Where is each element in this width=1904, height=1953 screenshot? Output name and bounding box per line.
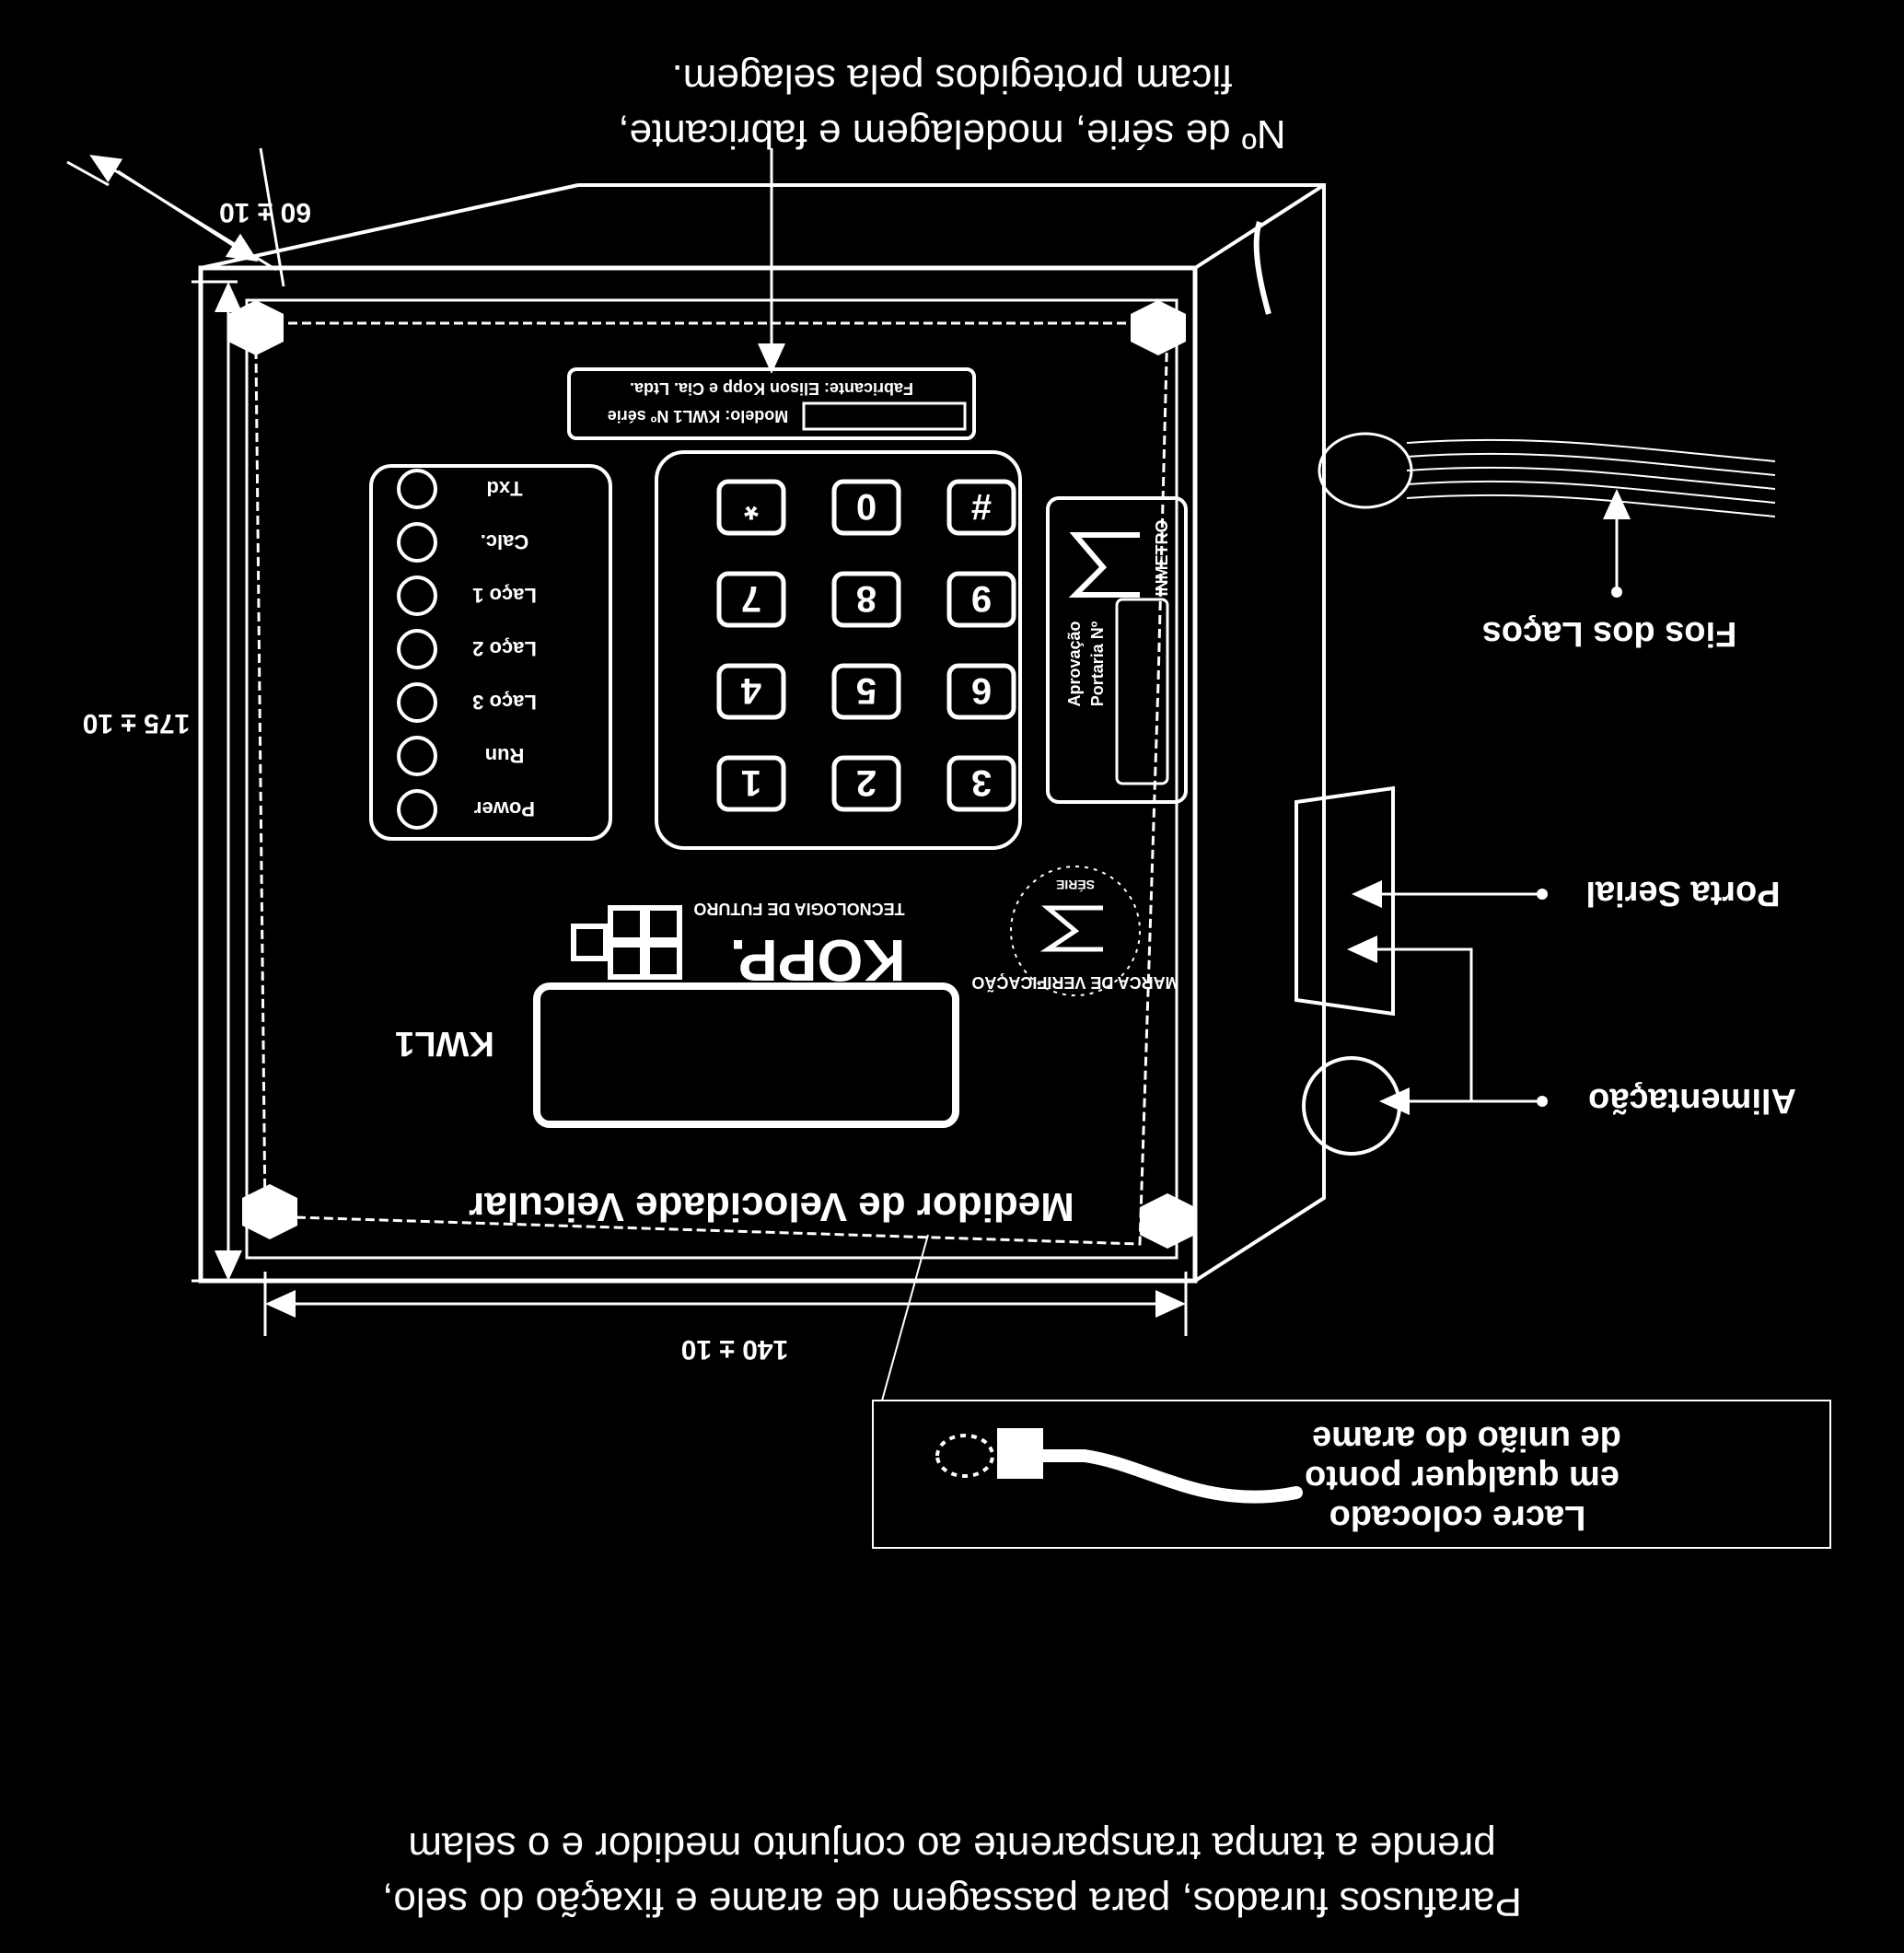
screw-top-right: [228, 300, 284, 355]
screw-bottom-right: [242, 1184, 297, 1239]
depth-dimension: 60 ± 10: [219, 197, 311, 227]
inmetro-label: INMETRO: [1153, 520, 1171, 597]
seal-lead-body: [997, 1428, 1043, 1479]
seal-box-line2: em qualquer ponto: [1305, 1459, 1620, 1497]
led-label: Calc.: [481, 530, 529, 553]
keypad-key-label: 3: [971, 762, 992, 803]
keypad-key[interactable]: [716, 479, 786, 536]
brand-tagline: TECNOLOGIA DE FUTURO: [693, 900, 904, 918]
bottom-annotation-line2: prende a tampa transparente ao conjunto …: [408, 1824, 1495, 1869]
keypad-key[interactable]: [831, 571, 901, 628]
kopp-symbol-icon: [571, 905, 682, 980]
power-supply-label: Alimentação: [1588, 1081, 1796, 1120]
keypad-key-label: 4: [740, 670, 761, 711]
seal-box-leader: [881, 1234, 929, 1401]
keypad-key[interactable]: [831, 479, 901, 536]
keypad-key-label: *: [744, 486, 759, 527]
model-label: KWL1: [395, 1024, 494, 1063]
box-front-face: [198, 265, 1198, 1284]
top-annotation-line2: ficam protegidos pela selagem.: [672, 56, 1233, 101]
approval-label: Aprovação: [1065, 621, 1084, 706]
keypad-key[interactable]: [831, 663, 901, 720]
keypad-key[interactable]: [716, 663, 786, 720]
bottom-annotation-line1: Parafusos furados, para passagem de aram…: [382, 1879, 1522, 1924]
keypad-key[interactable]: [946, 663, 1016, 720]
nameplate: Modelo: KWL1 Nº série Fabricante: Elison…: [567, 367, 976, 440]
led-indicator: [397, 575, 437, 616]
seal-box-line1: Lacre colocado: [1329, 1498, 1586, 1537]
led-indicator: [397, 522, 437, 563]
serial-number-field: [802, 401, 967, 431]
keypad: * 0 #7 8 9 4 5 6 1 2 3: [655, 450, 1022, 850]
keypad-key[interactable]: [716, 571, 786, 628]
keypad-key[interactable]: [831, 755, 901, 812]
led-label: Txd: [486, 477, 522, 500]
seal-lead-icon: [1014, 1449, 1303, 1504]
seal-wire: [254, 321, 1169, 1246]
keypad-key[interactable]: [946, 479, 1016, 536]
keypad-key-label: 7: [741, 578, 761, 619]
led-label: Laço 2: [472, 637, 537, 660]
verification-seal-text: MARCA DE VERIFICAÇÃO: [971, 973, 1178, 993]
display-window: [533, 982, 959, 1128]
keypad-key-label: #: [971, 486, 992, 527]
inmetro-logo: [1068, 532, 1140, 598]
seal-info-box: Lacre colocado em qualquer ponto de uniã…: [872, 1234, 1831, 1549]
led-label: Laço 3: [472, 691, 537, 714]
serial-port-connector: [1294, 785, 1395, 1017]
top-annotation-line1: Nº de série, modelagem e fabricante,: [618, 111, 1285, 157]
keypad-key[interactable]: [946, 755, 1016, 812]
loop-wires-label: Fios dos Laços: [1482, 614, 1737, 653]
keypad-key[interactable]: [946, 571, 1016, 628]
device-footer-title: Medidor de Velocidade Veicular: [469, 1184, 1074, 1229]
led-indicator: [397, 736, 437, 776]
power-connector: [1302, 1056, 1401, 1156]
keypad-key-label: 0: [856, 486, 877, 527]
nameplate-line1: Modelo: KWL1 Nº série: [608, 407, 789, 425]
serial-port-label: Porta Serial: [1585, 874, 1780, 913]
keypad-key-label: 5: [856, 670, 877, 711]
led-indicator: [397, 469, 437, 509]
led-label: Power: [474, 797, 535, 820]
seal-series-text: SÉRIE: [1056, 878, 1095, 892]
led-indicator: [397, 629, 437, 669]
keypad-key-label: 2: [856, 762, 877, 803]
box-inner-frame: [245, 298, 1178, 1260]
nameplate-line2: Fabricante: Elison Kopp e Cia. Ltda.: [630, 379, 913, 398]
loop-wire-inlet: [1318, 432, 1413, 509]
seal-wire-tail: [1253, 221, 1271, 315]
seal-box-line3: de união do arame: [1312, 1419, 1621, 1458]
side-features: [1253, 221, 1776, 1156]
loop-wires: [1406, 438, 1776, 517]
keypad-key-label: 6: [971, 670, 992, 711]
verification-seal: MARCA DE VERIFICAÇÃO SÉRIE: [971, 866, 1179, 996]
approval-number-field: [1115, 598, 1169, 785]
keypad-key-label: 9: [971, 578, 992, 619]
keypad-key-label: 1: [741, 762, 761, 803]
led-label: Run: [485, 744, 525, 767]
led-indicator: [397, 789, 437, 830]
approval-block: Aprovação Portaria Nº INMETRO: [1046, 496, 1188, 804]
kopp-logo: KOPP. TECNOLOGIA DE FUTURO: [571, 900, 905, 994]
led-label: Laço 1: [472, 584, 537, 607]
keypad-key[interactable]: [716, 755, 786, 812]
box-side-face: [578, 183, 1326, 1283]
keypad-key-label: 8: [856, 578, 877, 619]
led-indicator: [397, 682, 437, 723]
verification-seal-icon: [1039, 905, 1103, 952]
screw-top-left: [1131, 300, 1186, 355]
width-dimension: 140 ± 10: [681, 1334, 789, 1365]
dimensions: 60 ± 10 175 ± 10 140 ± 10: [66, 147, 1188, 1365]
ordinance-label: Portaria Nº: [1088, 621, 1107, 706]
height-dimension: 175 ± 10: [83, 708, 191, 738]
screw-bottom-left: [1140, 1193, 1195, 1249]
